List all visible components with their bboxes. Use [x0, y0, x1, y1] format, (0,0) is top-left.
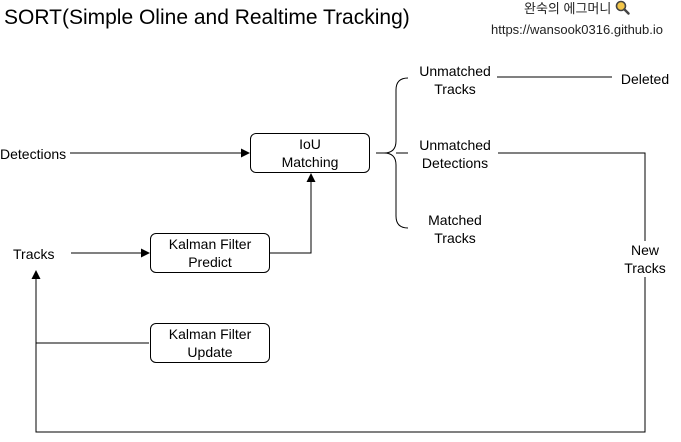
- detections-label: Detections: [0, 145, 67, 163]
- edge-new-tracks-loop-lower: [31, 270, 646, 433]
- deleted-label: Deleted: [616, 70, 674, 88]
- watermark: 완숙의 에그머니 https://wansook0316.github.io: [474, 0, 680, 40]
- watermark-name-row: 완숙의 에그머니: [474, 0, 680, 17]
- matched-tracks-label: Matched Tracks: [415, 211, 495, 247]
- matched-tracks-line1: Matched: [428, 212, 482, 228]
- watermark-name: 완숙의 에그머니: [524, 1, 612, 16]
- unmatched-tracks-label: Unmatched Tracks: [413, 62, 497, 98]
- kalman-update-node: Kalman Filter Update: [150, 323, 270, 363]
- kalman-update-line1: Kalman Filter: [168, 326, 252, 342]
- new-tracks-line1: New: [630, 242, 659, 258]
- unmatched-tracks-line1: Unmatched: [419, 63, 491, 79]
- unmatched-detections-line1: Unmatched: [419, 137, 491, 153]
- edge-new-tracks-loop-upper: [490, 152, 646, 241]
- iou-matching-node: IoU Matching: [250, 133, 370, 173]
- page-title: SORT(Simple Oline and Realtime Tracking): [4, 6, 410, 29]
- unmatched-tracks-line2: Tracks: [434, 81, 476, 97]
- kalman-update-line2: Update: [187, 344, 233, 360]
- edge-predict-to-iou: [270, 173, 316, 254]
- outcome-brace: [376, 77, 409, 229]
- kalman-predict-line1: Kalman Filter: [168, 236, 252, 252]
- watermark-url: https://wansook0316.github.io: [490, 22, 663, 37]
- unmatched-detections-line2: Detections: [421, 155, 489, 171]
- matched-tracks-line2: Tracks: [434, 230, 476, 246]
- new-tracks-line2: Tracks: [624, 260, 666, 276]
- new-tracks-label: New Tracks: [618, 241, 672, 277]
- tracks-label: Tracks: [13, 245, 55, 263]
- iou-matching-line1: IoU: [299, 136, 321, 152]
- iou-matching-line2: Matching: [281, 154, 339, 170]
- unmatched-detections-label: Unmatched Detections: [412, 136, 498, 172]
- kalman-predict-line2: Predict: [188, 254, 232, 270]
- kalman-predict-node: Kalman Filter Predict: [150, 233, 270, 273]
- magnifier-icon: [615, 0, 630, 15]
